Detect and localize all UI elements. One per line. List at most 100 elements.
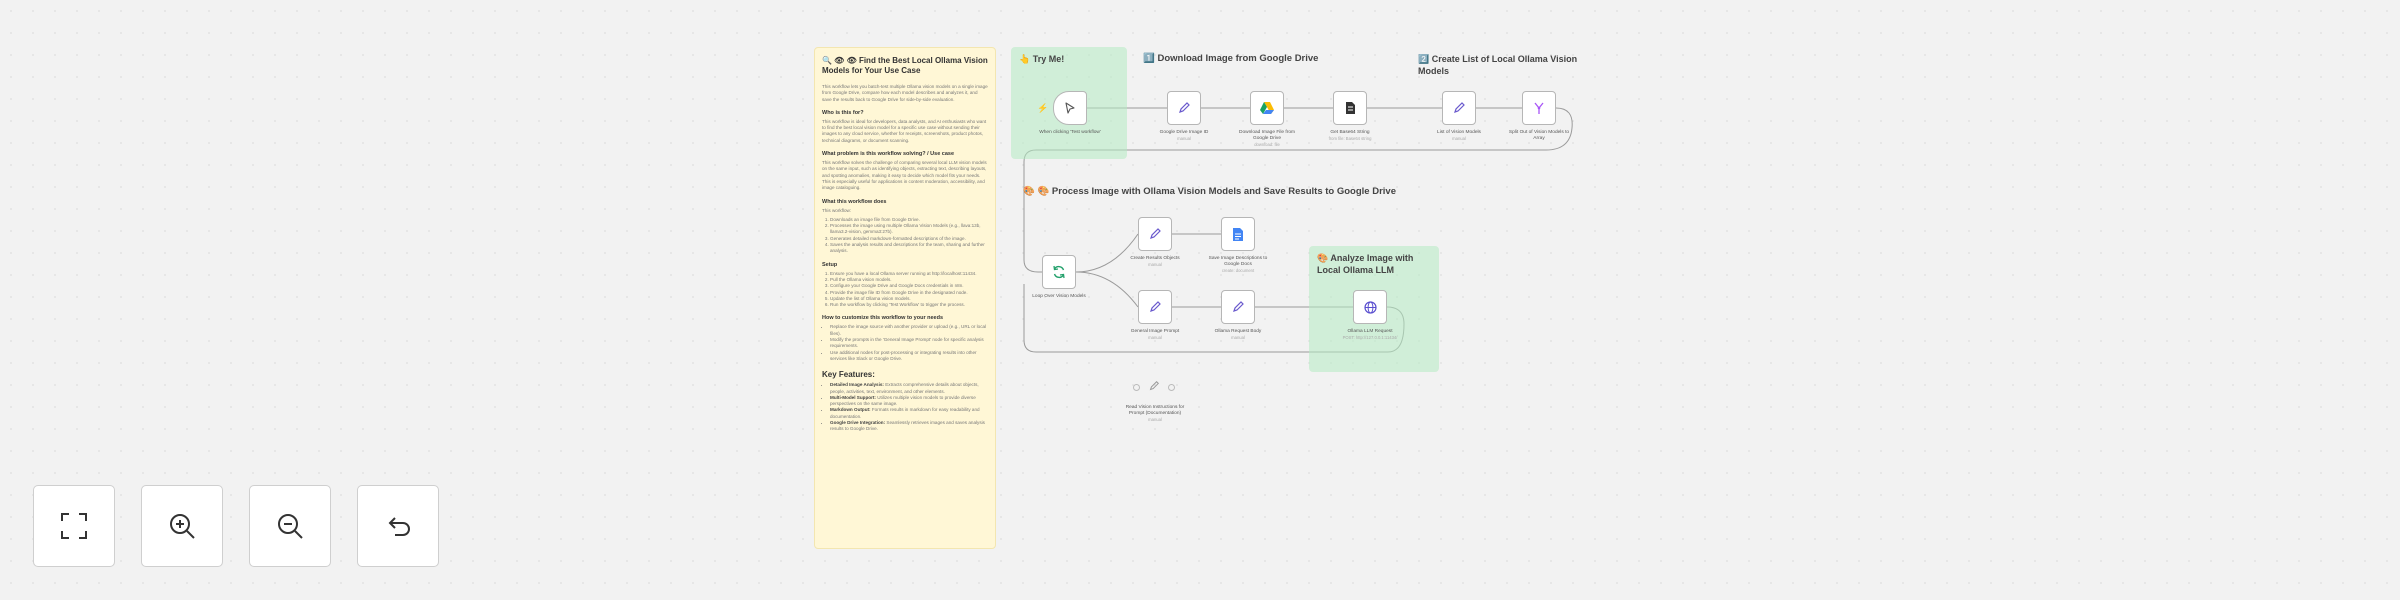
list-item: Provide the image file ID from Google Dr… xyxy=(830,290,988,296)
try-me-label: 👆 Try Me! xyxy=(1019,54,1065,64)
list-item: Saves the analysis results and descripti… xyxy=(830,242,988,255)
loop-icon xyxy=(1053,265,1065,279)
feature-name: Google Drive Integration: xyxy=(830,419,886,425)
feature-name: Detailed Image Analysis: xyxy=(830,382,884,388)
node-subtitle: manual xyxy=(1148,262,1162,267)
output-handle-icon xyxy=(1168,384,1175,391)
list-item: Detailed Image Analysis: Extracts compre… xyxy=(830,382,988,395)
node-name: Read Vision Instructions for Prompt (Doc… xyxy=(1125,405,1185,416)
pencil-icon xyxy=(1179,102,1190,113)
node-general-image-prompt[interactable] xyxy=(1138,290,1172,324)
zoom-in-icon xyxy=(170,514,195,539)
cursor-icon xyxy=(1065,102,1075,114)
node-label: Split Out of Vision Models to Array xyxy=(1503,130,1575,142)
google-docs-icon xyxy=(1233,227,1243,241)
zoom-out-button[interactable] xyxy=(249,485,331,567)
node-name: General Image Prompt xyxy=(1130,329,1180,334)
node-name: Ollama Request Body xyxy=(1214,329,1262,334)
zoom-to-fit-button[interactable] xyxy=(33,485,115,567)
note-heading-setup: Setup xyxy=(822,261,838,268)
node-subtitle: manual xyxy=(1177,136,1191,141)
workflow-description-note[interactable]: 🔍 👁 👁 Find the Best Local Ollama Vision … xyxy=(814,47,996,549)
node-label: When clicking 'Test workflow' xyxy=(1034,130,1106,136)
list-item: Use additional nodes for post-processing… xyxy=(830,350,988,363)
feature-text: Formats results in markdown for easy rea… xyxy=(830,407,980,419)
node-download-image[interactable] xyxy=(1250,91,1284,125)
node-loop-over-models[interactable] xyxy=(1042,255,1076,289)
feature-text: Extracts comprehensive details about obj… xyxy=(830,382,979,394)
node-ollama-request-body[interactable] xyxy=(1221,290,1255,324)
list-item: Run the workflow by clicking 'Test Workf… xyxy=(830,302,988,308)
list-item: Configure your Google Drive and Google D… xyxy=(830,283,988,289)
node-label: Loop Over Vision Models xyxy=(1023,294,1095,300)
node-subtitle: manual xyxy=(1148,417,1162,422)
list-item: Processes the image using multiple Ollam… xyxy=(830,223,988,236)
node-name: Google Drive Image ID xyxy=(1159,130,1209,135)
node-subtitle: download: file xyxy=(1254,142,1280,147)
analyze-image-label: 🎨 Analyze Image with Local Ollama LLM xyxy=(1317,253,1414,275)
node-subtitle: create: document xyxy=(1221,268,1255,273)
node-name: When clicking 'Test workflow' xyxy=(1039,130,1101,135)
node-name: Get Base64 String xyxy=(1330,130,1370,135)
feature-text: Utilizes multiple vision models to provi… xyxy=(830,394,976,407)
feature-name: Multi-Model Support: xyxy=(830,394,876,400)
note-heading-what: What this workflow does xyxy=(822,198,887,205)
list-item: Pull the Ollama vision models. xyxy=(830,277,988,283)
zoom-in-button[interactable] xyxy=(141,485,223,567)
pencil-icon xyxy=(1150,228,1161,239)
node-google-drive-image-id[interactable] xyxy=(1167,91,1201,125)
list-item: Modify the prompts in the 'General Image… xyxy=(830,337,988,350)
download-section-header: 1️⃣ Download Image from Google Drive xyxy=(1143,53,1319,64)
node-subtitle: manual xyxy=(1231,335,1245,340)
pencil-icon xyxy=(1149,380,1160,391)
input-handle-icon xyxy=(1133,384,1140,391)
create-list-section-header: 2️⃣ Create List of Local Ollama Vision M… xyxy=(1418,54,1578,76)
node-subtitle: manual xyxy=(1452,136,1466,141)
pencil-icon xyxy=(1454,102,1465,113)
note-heading-features: Key Features: xyxy=(822,370,875,380)
node-subtitle: POST: http://127.0.0.1:11434/ xyxy=(1342,335,1398,340)
fit-view-icon xyxy=(61,513,87,539)
globe-icon xyxy=(1363,300,1377,314)
node-read-instructions[interactable] xyxy=(1133,380,1175,391)
reset-zoom-button[interactable] xyxy=(357,485,439,567)
node-create-results[interactable] xyxy=(1138,217,1172,251)
feature-text: Seamlessly retrieves images and saves an… xyxy=(830,419,985,432)
node-split-out[interactable] xyxy=(1522,91,1556,125)
note-what-list: Downloads an image file from Google Driv… xyxy=(822,217,988,255)
list-item: Markdown Output: Formats results in mark… xyxy=(830,407,988,420)
list-item: Replace the image source with another pr… xyxy=(830,324,988,337)
zoom-out-icon xyxy=(278,514,303,539)
node-get-base64[interactable] xyxy=(1333,91,1367,125)
note-heading-who: Who is this for? xyxy=(822,109,864,116)
trigger-marker-icon: ⚡ xyxy=(1037,103,1049,113)
node-ollama-llm-request[interactable] xyxy=(1353,290,1387,324)
note-paragraph-problem: This workflow solves the challenge of co… xyxy=(822,160,987,191)
file-extract-icon xyxy=(1346,102,1355,114)
google-drive-icon xyxy=(1260,102,1274,114)
node-name: Create Results Objects xyxy=(1130,256,1180,261)
list-item: Update the list of Ollama vision models. xyxy=(830,296,988,302)
node-name: Download Image File from Google Drive xyxy=(1239,130,1295,141)
node-save-to-docs[interactable] xyxy=(1221,217,1255,251)
note-paragraph-who: This workflow is ideal for developers, d… xyxy=(822,118,987,143)
note-heading-problem: What problem is this workflow solving? /… xyxy=(822,151,955,158)
node-manual-trigger[interactable] xyxy=(1053,91,1087,125)
note-title: 🔍 👁 👁 Find the Best Local Ollama Vision … xyxy=(822,56,988,75)
node-label: Read Vision Instructions for Prompt (Doc… xyxy=(1119,405,1191,423)
note-intro: This workflow lets you batch-test multip… xyxy=(822,84,988,102)
list-item: Downloads an image file from Google Driv… xyxy=(830,217,988,223)
note-setup-list: Ensure you have a local Ollama server ru… xyxy=(822,271,988,309)
node-list-vision-models[interactable] xyxy=(1442,91,1476,125)
note-heading-customize: How to customize this workflow to your n… xyxy=(822,315,944,322)
node-subtitle: manual xyxy=(1148,335,1162,340)
node-subtitle: from file: Base64 string xyxy=(1328,136,1372,141)
node-name: Split Out of Vision Models to Array xyxy=(1508,130,1570,141)
